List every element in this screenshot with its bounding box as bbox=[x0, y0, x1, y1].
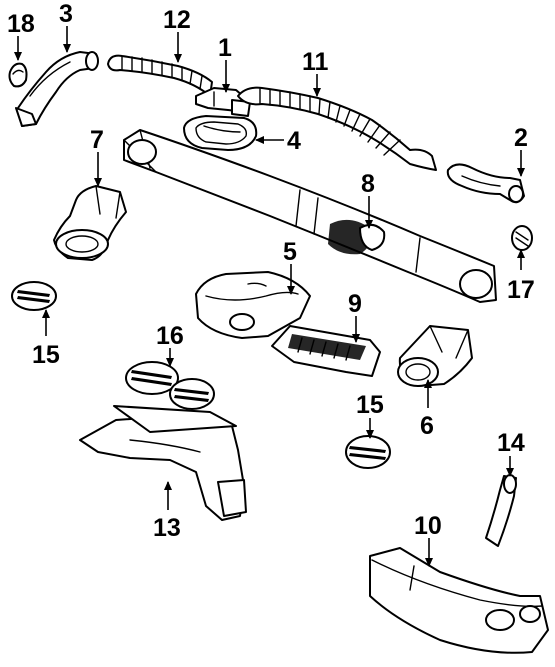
label-10: 10 bbox=[414, 512, 442, 540]
part-8-main-duct bbox=[123, 129, 497, 303]
label-17: 17 bbox=[507, 276, 535, 304]
label-15b: 15 bbox=[356, 391, 384, 419]
label-13: 12 bbox=[163, 6, 191, 34]
label-14: 14 bbox=[497, 429, 525, 457]
part-7-outlet bbox=[53, 185, 127, 261]
part-16-vents bbox=[125, 361, 215, 410]
label-15a: 15 bbox=[32, 341, 60, 369]
label-8: 8 bbox=[361, 170, 375, 198]
part-12-hose bbox=[237, 86, 437, 171]
part-3-duct bbox=[15, 51, 99, 127]
part-6-outlet bbox=[397, 325, 473, 387]
part-10-panel bbox=[369, 547, 549, 654]
part-9-vent bbox=[271, 325, 381, 377]
label-11: 13 bbox=[153, 514, 181, 542]
part-14-bracket bbox=[485, 474, 517, 547]
label-5: 5 bbox=[283, 238, 297, 266]
label-6: 6 bbox=[420, 412, 434, 440]
label-18: 18 bbox=[7, 10, 35, 38]
part-15-vent-left bbox=[11, 281, 57, 311]
label-4: 4 bbox=[287, 127, 301, 155]
leader-lines bbox=[14, 26, 525, 567]
label-1: 1 bbox=[218, 34, 232, 62]
label-3: 3 bbox=[59, 0, 73, 28]
part-15-vent-right bbox=[345, 435, 391, 469]
part-18-clip bbox=[8, 62, 28, 88]
part-2-side-duct bbox=[446, 163, 525, 204]
part-11-floor-duct bbox=[79, 405, 247, 521]
label-2: 2 bbox=[514, 124, 528, 152]
label-7: 7 bbox=[90, 126, 104, 154]
label-16: 16 bbox=[156, 322, 184, 350]
callouts: 18 3 12 1 11 4 2 7 8 5 17 15 9 16 6 15 1… bbox=[7, 0, 535, 542]
label-9: 9 bbox=[348, 290, 362, 318]
part-17-vent bbox=[511, 225, 533, 251]
part-4-gasket bbox=[183, 115, 258, 151]
label-12: 11 bbox=[302, 48, 329, 76]
part-13-hose bbox=[107, 54, 213, 97]
